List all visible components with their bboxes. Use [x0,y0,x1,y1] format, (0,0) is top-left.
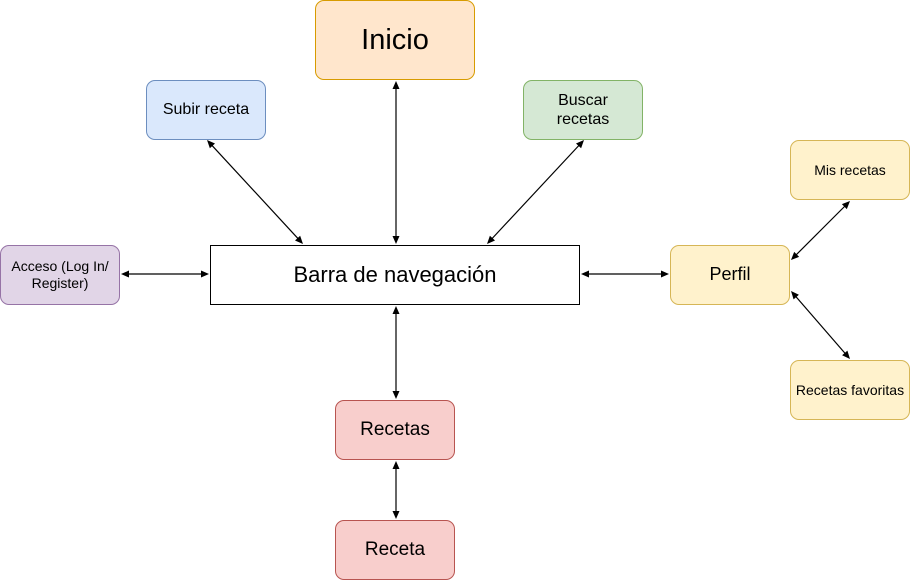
edge-barra-inicio [392,81,400,244]
node-inicio-label: Inicio [361,23,429,56]
edge-recetas-receta [392,461,400,519]
node-barra-de-navegacion-label: Barra de navegación [293,261,497,287]
node-mis-recetas-label: Mis recetas [814,161,886,178]
node-subir-receta-label: Subir receta [162,101,250,119]
node-barra-de-navegacion: Barra de navegación [210,245,580,305]
node-perfil-label: Perfil [709,264,751,285]
edge-barra-perfil [581,270,669,278]
node-receta: Receta [335,520,455,580]
node-receta-label: Receta [364,538,426,560]
edge-perfil-mis [791,201,850,260]
edge-barra-acceso [121,270,209,278]
node-recetas-favoritas-label: Recetas favoritas [795,381,905,398]
node-recetas-favoritas: Recetas favoritas [790,360,910,420]
node-recetas-label: Recetas [360,418,430,440]
node-buscar-recetas: Buscar recetas [523,80,643,140]
node-acceso: Acceso (Log In/ Register) [0,245,120,305]
node-perfil: Perfil [670,245,790,305]
edge-barra-subir [207,140,303,244]
edge-barra-buscar [487,140,584,244]
node-mis-recetas: Mis recetas [790,140,910,200]
node-subir-receta: Subir receta [146,80,266,140]
edge-perfil-favoritas [791,291,850,359]
node-acceso-label: Acceso (Log In/ Register) [11,258,109,291]
node-recetas: Recetas [335,400,455,460]
edge-barra-recetas [392,306,400,399]
node-inicio: Inicio [315,0,475,80]
node-buscar-recetas-label: Buscar recetas [556,91,610,128]
